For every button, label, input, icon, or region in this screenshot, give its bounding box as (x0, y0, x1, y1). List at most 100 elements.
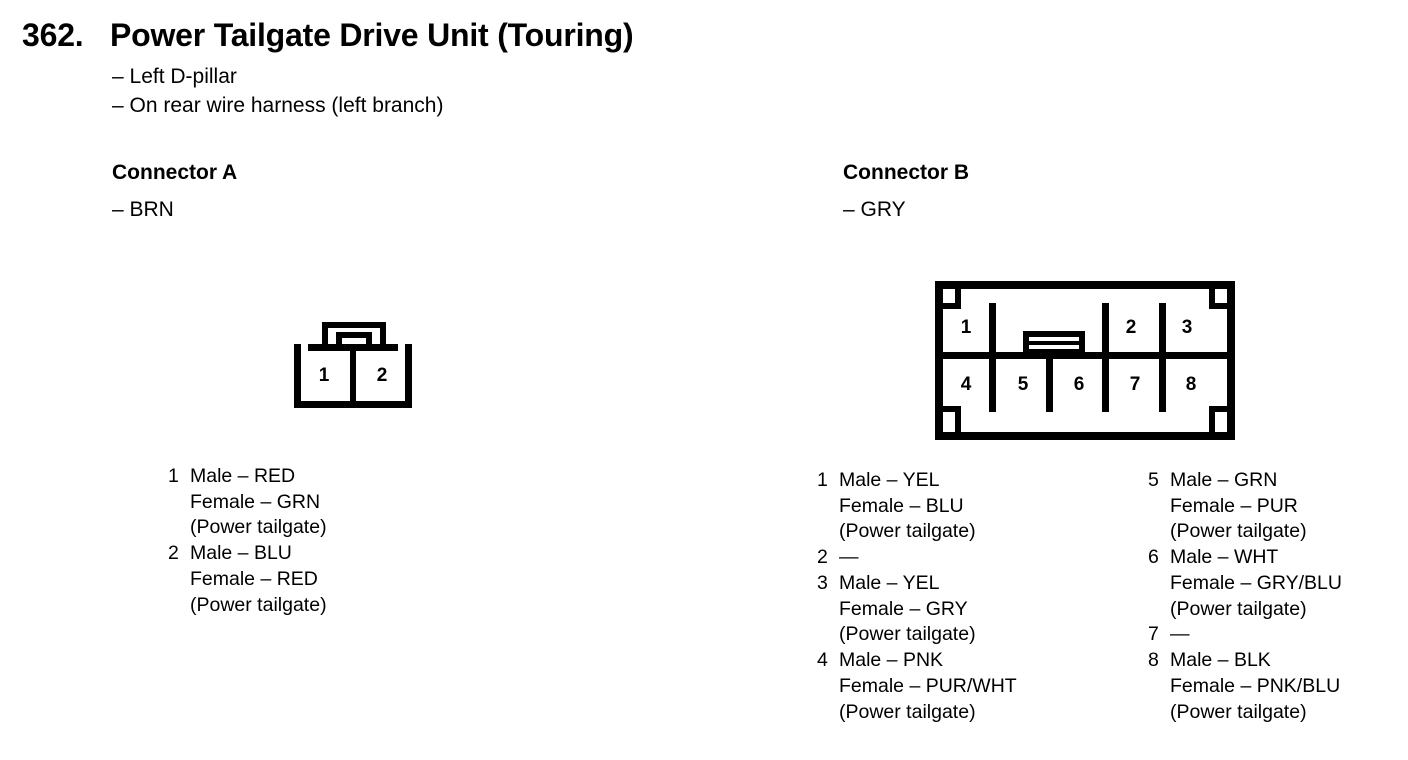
pin-body: Male – RED Female – GRN (Power tailgate) (190, 464, 488, 541)
pin-line-male: Male – YEL (839, 571, 940, 594)
pin-entry: 1 Male – YEL Female – BLU (Power tailgat… (817, 468, 1147, 545)
connector-b-cell-3-label: 3 (1181, 317, 1193, 338)
connector-b-color: – GRY (843, 198, 906, 221)
pin-index: 2 (168, 542, 179, 565)
pin-line-circuit: (Power tailgate) (190, 516, 327, 539)
connector-a-color: – BRN (112, 198, 174, 221)
pin-body: Male – YEL Female – GRY (Power tailgate) (839, 571, 1147, 648)
connector-b-pin-list-right: 5 Male – GRN Female – PUR (Power tailgat… (1148, 468, 1408, 725)
pin-line-male: Male – RED (190, 465, 296, 487)
pin-line-unused: — (839, 546, 859, 569)
pin-line-circuit: (Power tailgate) (839, 700, 976, 723)
connector-b-notch-edge (1209, 412, 1215, 432)
connector-b-cell-divider (1102, 359, 1109, 412)
connector-b-cell-5-label: 5 (1017, 374, 1029, 395)
pin-line-female: Female – GRY (839, 597, 968, 620)
pin-line-circuit: (Power tailgate) (839, 623, 976, 646)
connector-b-notch-edge (1209, 289, 1215, 309)
subtitle-line-location: – Left D-pillar (112, 65, 237, 89)
connector-b-latch-slot (1029, 337, 1079, 341)
header-block: 362.Power Tailgate Drive Unit (Touring) … (22, 17, 634, 120)
pin-line-male: Male – YEL (839, 469, 940, 491)
connector-b-cell-divider (989, 303, 996, 353)
pin-line-female: Female – GRN (190, 490, 321, 513)
pin-line-female: Female – PUR (1170, 494, 1298, 517)
connector-a-diagram: 1 2 (294, 322, 420, 408)
connector-b-pin-list-left: 1 Male – YEL Female – BLU (Power tailgat… (817, 468, 1147, 725)
connector-a-shoulder-left (301, 344, 308, 354)
connector-a-shoulder-right (398, 344, 405, 354)
pin-entry: 2 — (817, 545, 1147, 571)
connector-a-heading: Connector A (112, 161, 238, 184)
connector-a-pin-list: 1 Male – RED Female – GRN (Power tailgat… (168, 464, 488, 618)
pin-line-female: Female – RED (190, 567, 318, 590)
connector-a-cell-2-label: 2 (376, 365, 388, 386)
pin-line-female: Female – GRY/BLU (1170, 571, 1342, 594)
connector-b-cell-2-label: 2 (1125, 317, 1137, 338)
connector-b-body (935, 281, 1235, 440)
pin-entry: 8 Male – BLK Female – PNK/BLU (Power tai… (1148, 648, 1408, 725)
connector-b-row-divider (943, 352, 1227, 359)
pin-body: Male – PNK Female – PUR/WHT (Power tailg… (839, 648, 1147, 725)
connector-b-cell-divider (1159, 303, 1166, 353)
connector-b-cell-divider (989, 359, 996, 412)
pin-line-unused: — (1170, 623, 1190, 646)
subtitle-list: – Left D-pillar – On rear wire harness (… (112, 63, 633, 120)
pin-body: — (1170, 622, 1408, 648)
pin-body: Male – GRN Female – PUR (Power tailgate) (1170, 468, 1408, 545)
pin-body: — (839, 545, 1147, 571)
pin-entry: 3 Male – YEL Female – GRY (Power tailgat… (817, 571, 1147, 648)
connector-b-cell-4-label: 4 (960, 374, 972, 395)
connector-b-cell-1-label: 1 (960, 317, 972, 338)
pin-entry: 6 Male – WHT Female – GRY/BLU (Power tai… (1148, 545, 1408, 622)
pin-entry: 2 Male – BLU Female – RED (Power tailgat… (168, 541, 488, 618)
pin-line-female: Female – PUR/WHT (839, 674, 1017, 697)
pin-line-male: Male – BLK (1170, 649, 1271, 672)
pin-index: 5 (1148, 469, 1159, 491)
pin-index: 1 (817, 469, 828, 491)
pin-body: Male – YEL Female – BLU (Power tailgate) (839, 468, 1147, 545)
pin-entry: 5 Male – GRN Female – PUR (Power tailgat… (1148, 468, 1408, 545)
pin-body: Male – BLK Female – PNK/BLU (Power tailg… (1170, 648, 1408, 725)
connector-b-cell-divider (1102, 303, 1109, 353)
pin-line-male: Male – PNK (839, 649, 944, 672)
pin-index: 2 (817, 546, 828, 569)
pin-entry: 7 — (1148, 622, 1408, 648)
pin-line-circuit: (Power tailgate) (1170, 597, 1307, 620)
page-title: 362. Power Tailgate Drive Unit (Touring) (22, 17, 634, 53)
pin-index: 1 (168, 465, 179, 487)
pin-index: 8 (1148, 649, 1159, 672)
subtitle-line-harness: – On rear wire harness (left branch) (112, 93, 444, 117)
connector-b-notch-edge (955, 289, 961, 309)
pin-line-female: Female – PNK/BLU (1170, 674, 1341, 697)
connector-b-cell-7-label: 7 (1129, 374, 1141, 395)
connector-b-heading: Connector B (843, 161, 969, 184)
pin-index: 4 (817, 649, 828, 672)
connector-a-cell-1-label: 1 (318, 365, 330, 386)
connector-b-cell-6-label: 6 (1073, 374, 1085, 395)
pin-line-circuit: (Power tailgate) (839, 520, 976, 543)
connector-b-latch (1023, 331, 1085, 353)
connector-b-cell-8-label: 8 (1185, 374, 1197, 395)
pin-line-male: Male – BLU (190, 542, 292, 565)
pin-line-circuit: (Power tailgate) (1170, 520, 1307, 543)
pin-line-circuit: (Power tailgate) (1170, 700, 1307, 723)
connector-b-cell-divider (1046, 359, 1053, 412)
connector-b-cell-divider (1159, 359, 1166, 412)
pin-body: Male – WHT Female – GRY/BLU (Power tailg… (1170, 545, 1408, 622)
connector-b-notch-edge (1209, 406, 1227, 412)
pin-line-circuit: (Power tailgate) (190, 593, 327, 616)
connector-b-notch-edge (1209, 303, 1227, 309)
connector-b-notch-edge (943, 406, 961, 412)
pin-body: Male – BLU Female – RED (Power tailgate) (190, 541, 488, 618)
pin-line-male: Male – GRN (1170, 469, 1278, 491)
pin-index: 6 (1148, 546, 1159, 569)
connector-b-notch-edge (943, 303, 961, 309)
pin-entry: 4 Male – PNK Female – PUR/WHT (Power tai… (817, 648, 1147, 725)
pin-index: 3 (817, 571, 828, 594)
page-title-text: Power Tailgate Drive Unit (Touring) (110, 17, 634, 53)
pin-index: 7 (1148, 623, 1159, 646)
pin-line-female: Female – BLU (839, 494, 964, 517)
pin-entry: 1 Male – RED Female – GRN (Power tailgat… (168, 464, 488, 541)
page-title-number: 362. (22, 17, 84, 53)
